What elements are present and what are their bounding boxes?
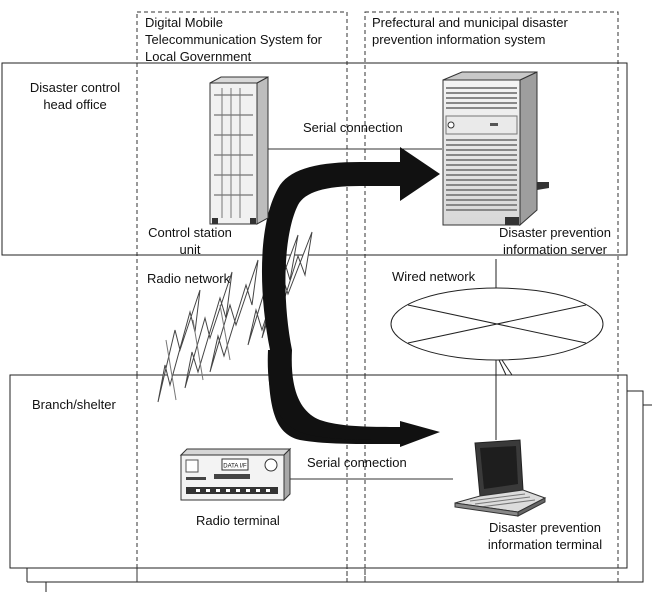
branch-shelter-label: Branch/shelter xyxy=(32,397,116,412)
data-flow-arrows xyxy=(261,147,440,447)
dmts-column-title: Digital Mobile Telecommunication System … xyxy=(145,15,323,64)
radio-display-text: DATA I/F xyxy=(223,464,247,470)
radio-terminal-device: DATA I/F xyxy=(179,447,292,502)
head-office-box xyxy=(1,62,628,256)
control-station-rack xyxy=(209,76,269,225)
info-terminal-label: Disaster prevention information terminal xyxy=(487,520,603,552)
control-station-label: Control station unit xyxy=(148,225,232,257)
radio-network-label: Radio network xyxy=(147,271,231,286)
serial-connection-bottom-label: Serial connection xyxy=(307,455,407,470)
radio-terminal-label: Radio terminal xyxy=(196,513,280,528)
serial-connection-top-label: Serial connection xyxy=(303,120,403,135)
branch-box xyxy=(9,374,628,569)
branch-shadow-2 xyxy=(27,581,47,592)
prefectural-column-title: Prefectural and municipal disaster preve… xyxy=(372,15,568,47)
branch-shadow-1 xyxy=(26,390,652,583)
laptop-device xyxy=(454,439,547,517)
prefectural-column xyxy=(364,11,619,583)
wired-network-label: Wired network xyxy=(392,269,476,284)
head-office-label: Disaster control head office xyxy=(29,80,121,112)
server-tower xyxy=(442,71,549,227)
server-label: Disaster prevention information server xyxy=(499,225,611,257)
wired-network-icon xyxy=(390,259,604,440)
